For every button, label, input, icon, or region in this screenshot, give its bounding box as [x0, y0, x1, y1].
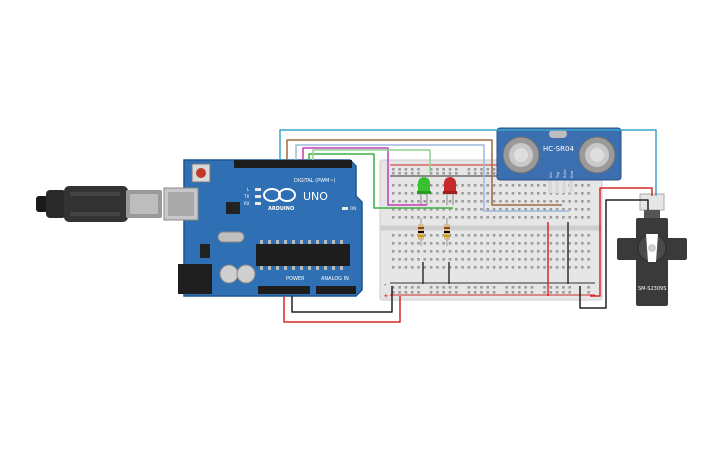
sensor-pin-trig: Trig [556, 172, 560, 179]
wire-palegreen [312, 149, 431, 172]
sensor-pin-echo: Echo [563, 170, 567, 179]
green-led [417, 177, 431, 205]
wire-cyan [279, 129, 657, 196]
digital-header-label: DIGITAL (PWM~) [294, 178, 336, 184]
resistor-red-led [444, 218, 450, 246]
wire-black-gnd [291, 286, 393, 313]
sensor-name-label: HC-SR04 [543, 145, 574, 153]
red-led [443, 177, 457, 205]
on-led-label: ON [350, 206, 356, 211]
breadboard: + - [379, 159, 603, 301]
arduino-model-label: UNO [303, 190, 328, 203]
arduino-logo [263, 188, 296, 202]
tx-led-label: TX [243, 194, 249, 199]
breadboard-minus-label: - [384, 281, 387, 289]
resistor-green-led [418, 218, 424, 246]
ultrasonic-sensor: HC-SR04 Vcc Trig Echo Gnd [496, 127, 622, 193]
wire-green [308, 153, 453, 209]
wire-red-servo [590, 187, 653, 297]
wire-red-5v [283, 296, 401, 323]
l-led-label: L [247, 187, 250, 192]
sensor-pin-gnd: Gnd [570, 171, 574, 178]
sensor-pin-vcc: Vcc [549, 172, 553, 178]
usb-cable [36, 186, 162, 222]
servo-name-label: SM-S2309S [638, 286, 666, 292]
wire-lavender [295, 144, 569, 212]
servo-motor: SM-S2309S [617, 193, 687, 306]
wire-magenta [302, 147, 427, 206]
arduino-brand-label: ARDUINO [268, 206, 294, 212]
analog-header-label: ANALOG IN [321, 276, 349, 282]
wire-black-servo [579, 199, 649, 309]
power-header-label: POWER [286, 276, 305, 282]
breadboard-plus-label: + [383, 292, 389, 300]
rx-led-label: RX [244, 201, 250, 206]
arduino-uno-board: ARDUINO UNO DIGITAL (PWM~) POWER ANALOG … [163, 159, 363, 297]
wires [279, 129, 657, 323]
wire-brown [286, 139, 562, 206]
